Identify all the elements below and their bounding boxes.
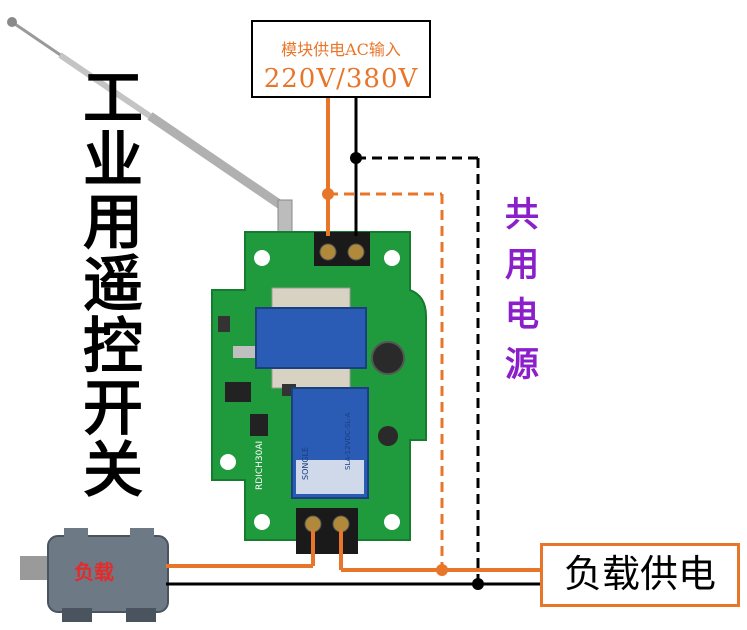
board-id: RDICH30AI [255,441,265,490]
relay-model: SLA-12VDC-SL-A [344,412,352,470]
title-char: 开 [83,374,143,444]
motor-label: 负载 [74,560,114,584]
shared-power-char: 源 [505,345,539,385]
shared-power-label: 共 用 电 源 [500,190,544,390]
orange-junction-bottom [436,564,448,576]
title-char: 业 [83,126,143,196]
supply-label: 模块供电AC输入 [281,40,401,59]
title-char: 用 [83,188,143,258]
shared-power-char: 共 [505,195,539,235]
black-junction-bottom [472,578,484,590]
title-char: 控 [83,312,143,382]
black-junction-top [350,152,362,164]
title-char: 遥 [83,250,143,320]
load-supply-box: 负载供电 [540,543,740,607]
orange-dashed-wire [328,192,444,570]
orange-junction-top [322,188,334,200]
shared-power-char: 电 [505,295,539,335]
title-vertical: 工 业 用 遥 控 开 关 [78,68,148,502]
title-char: 工 [83,64,143,134]
title-char: 关 [83,436,143,506]
motor [20,528,169,622]
black-dashed-wire [356,156,480,584]
shared-power-char: 用 [505,245,539,285]
supply-input-box: 模块供电AC输入 220V/380V [251,20,431,98]
pcb-board [211,231,427,554]
supply-voltage: 220V/380V [263,64,419,94]
relay-brand: SONGLE [301,447,310,480]
